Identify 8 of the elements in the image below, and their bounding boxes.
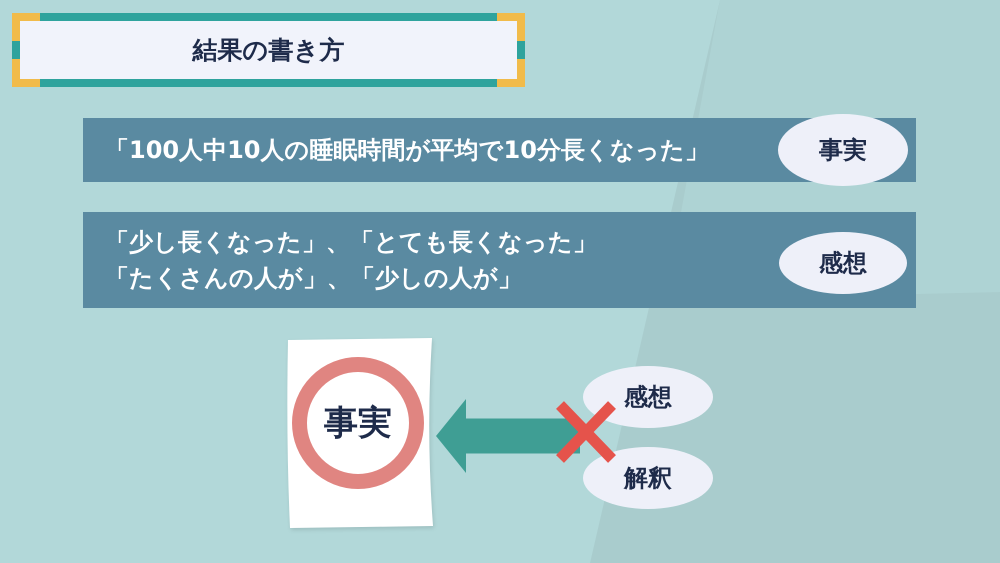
paper-sheet: [287, 338, 433, 528]
quote-text: 「100人中10人の睡眠時間が平均で10分長くなった」: [105, 135, 709, 166]
arrow: [436, 399, 580, 473]
tag-oval: 感想: [779, 232, 907, 294]
quote-text: 「たくさんの人が」、「少しの人が」: [105, 263, 522, 294]
title-text: 結果の書き方: [192, 34, 344, 66]
statement-bar: [83, 212, 916, 308]
quote-text: 「少し長くなった」、「とても長くなった」: [105, 227, 597, 258]
